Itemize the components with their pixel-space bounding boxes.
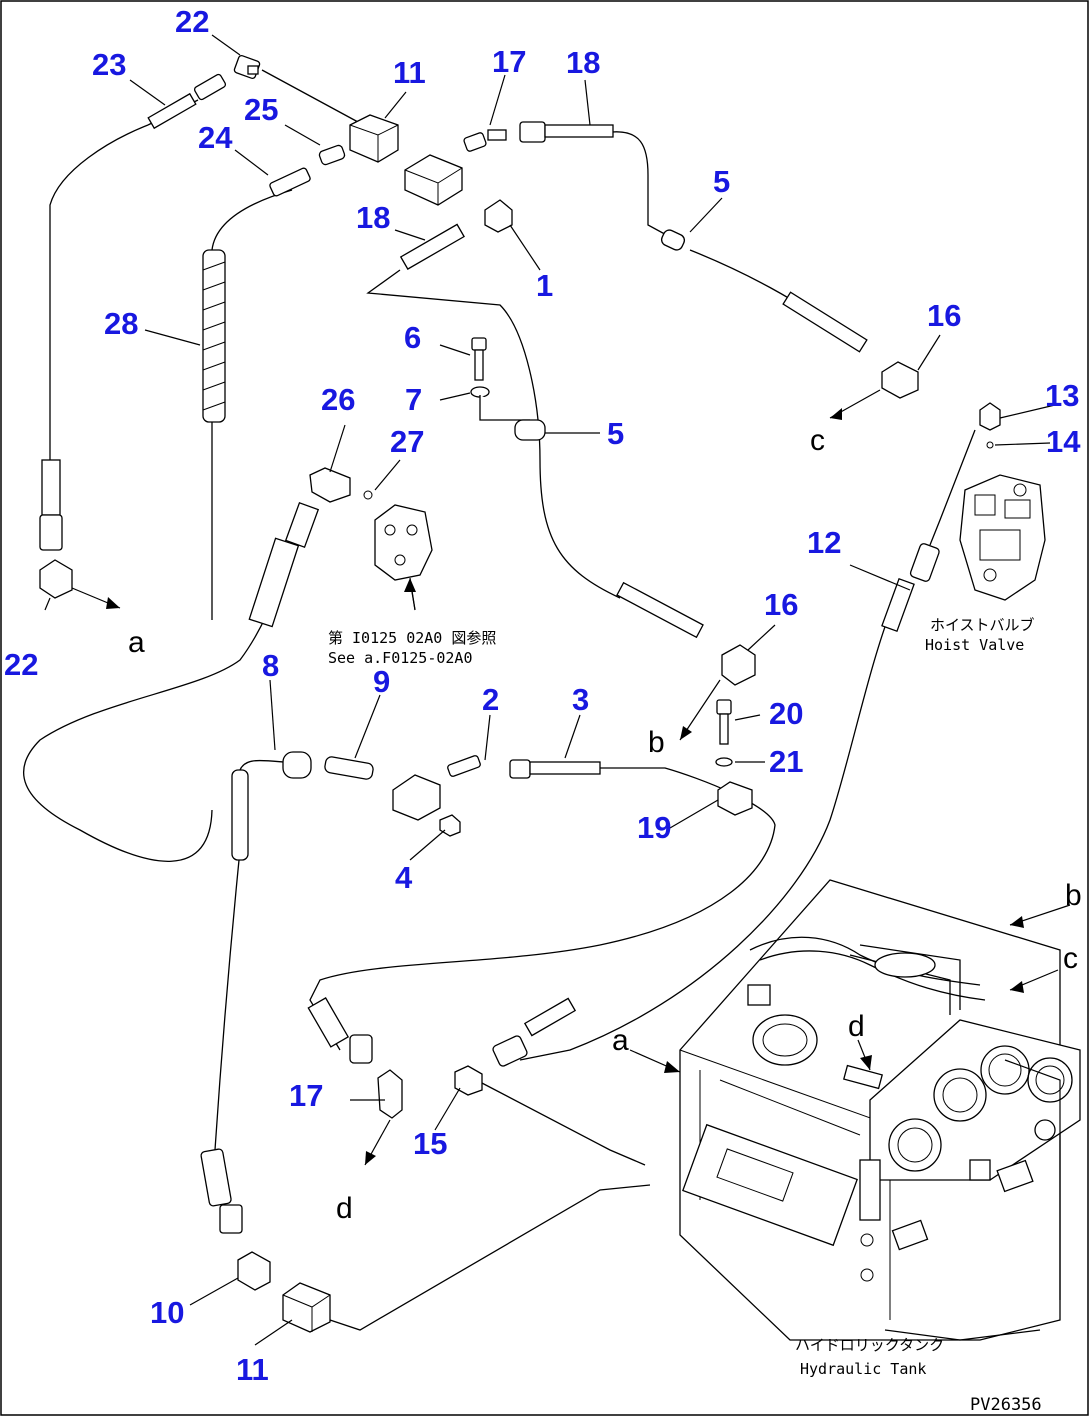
- clamp-19: [717, 781, 753, 816]
- letter-d-lower: d: [336, 1192, 353, 1225]
- hydraulic-tank-label: ハイドロリックタンク Hydraulic Tank: [795, 1336, 944, 1378]
- callout-8: 8: [262, 648, 279, 683]
- callout-10: 10: [150, 1295, 184, 1330]
- hoist-valve-label-en: Hoist Valve: [925, 636, 1024, 654]
- callout-22-top: 22: [175, 4, 209, 39]
- elbow-22-lower: [39, 559, 73, 599]
- callout-15: 15: [413, 1126, 447, 1161]
- callout-16-right: 16: [927, 298, 961, 333]
- letter-c-tank: c: [1063, 942, 1078, 975]
- callout-5-mid: 5: [607, 416, 624, 451]
- hose-fitting-24: [269, 167, 311, 197]
- hydraulic-tank-label-jp: ハイドロリックタンク: [795, 1336, 944, 1354]
- drawing-code: PV26356: [970, 1395, 1042, 1415]
- callout-23: 23: [92, 47, 126, 82]
- plug-4: [439, 814, 461, 837]
- callout-28: 28: [104, 306, 138, 341]
- hydraulic-tank-label-en: Hydraulic Tank: [800, 1360, 926, 1378]
- fitting-13: [979, 402, 1001, 431]
- elbow-10: [237, 1251, 271, 1291]
- elbow-16-right: [881, 361, 919, 399]
- hoist-valve-label-jp: ホイストバルブ: [930, 616, 1035, 634]
- callout-22-lower: 22: [4, 647, 38, 682]
- letter-b-tank: b: [1065, 879, 1082, 912]
- hydraulic-tank: [679, 879, 1081, 1341]
- adapter-2: [447, 755, 481, 777]
- elbow-22-top: [233, 54, 261, 80]
- clamp-5-mid: [479, 395, 546, 441]
- junction-block-mid: [392, 774, 441, 821]
- clamp-5-top: [660, 229, 686, 251]
- callout-21: 21: [769, 744, 803, 779]
- hose-lines: [23, 69, 976, 1331]
- callout-25: 25: [244, 92, 278, 127]
- letter-b-mid: b: [648, 726, 665, 759]
- callout-7: 7: [405, 382, 422, 417]
- callout-4: 4: [395, 860, 413, 895]
- referenced-valve-body: [374, 504, 433, 581]
- hoist-valve-body: [959, 474, 1046, 601]
- callout-26: 26: [321, 382, 355, 417]
- callout-3: 3: [572, 682, 589, 717]
- callout-20: 20: [769, 696, 803, 731]
- letter-a-tank: a: [612, 1024, 629, 1057]
- reference-note-jp: 第 I0125 02A0 図参照: [328, 629, 496, 647]
- callout-27: 27: [390, 424, 424, 459]
- adapter-25: [318, 144, 346, 166]
- callout-9: 9: [373, 664, 390, 699]
- callout-19: 19: [637, 810, 671, 845]
- elbow-17-lower: [377, 1069, 403, 1119]
- junction-block-top: [404, 154, 463, 206]
- bolt-20: [716, 699, 732, 745]
- reference-note-en: See a.F0125-02A0: [328, 649, 473, 667]
- letter-c-mid: c: [810, 424, 825, 457]
- connection-letters: c a b d b c a d: [128, 424, 1082, 1225]
- callout-18-mid: 18: [356, 200, 390, 235]
- callout-11-top: 11: [393, 55, 426, 90]
- hose-end-18-top: [519, 121, 546, 143]
- direction-arrows: [71, 389, 1071, 1166]
- bolt-6: [471, 337, 487, 381]
- callout-2: 2: [482, 682, 499, 717]
- fittings: [39, 54, 1046, 1333]
- hose-fitting-12: [909, 543, 940, 582]
- hose-end-8: [231, 751, 312, 861]
- letter-d-tank: d: [848, 1010, 865, 1043]
- o-ring-14: [986, 441, 994, 449]
- callout-11-lower: 11: [236, 1352, 269, 1387]
- washer-21: [715, 757, 733, 767]
- callout-17-top: 17: [492, 44, 526, 79]
- adapter-17-top: [463, 132, 487, 152]
- callout-5-top: 5: [713, 164, 730, 199]
- callout-1: 1: [536, 268, 553, 303]
- o-ring-27: [363, 490, 373, 500]
- elbow-26: [309, 467, 351, 503]
- elbow-1: [484, 199, 513, 233]
- callout-12: 12: [807, 525, 841, 560]
- adapter-9: [324, 756, 374, 780]
- block-11-top: [349, 114, 399, 163]
- letter-a-left: a: [128, 626, 145, 659]
- leader-lines: [44, 34, 1061, 1346]
- hose-end-3: [509, 759, 531, 779]
- callout-18-top: 18: [566, 45, 600, 80]
- callout-6: 6: [404, 320, 421, 355]
- hose-end-23: [193, 73, 227, 101]
- callout-17-lower: 17: [289, 1078, 323, 1113]
- hose-end-18-mid: [399, 223, 465, 270]
- callout-24: 24: [198, 120, 233, 155]
- hoist-valve-label: ホイストバルブ Hoist Valve: [925, 616, 1035, 654]
- spiral-guard-28: [202, 249, 226, 423]
- callout-14: 14: [1046, 424, 1081, 459]
- elbow-16-mid: [721, 644, 756, 686]
- elbow-15: [454, 1065, 483, 1096]
- hose-end-lower-left: [41, 459, 61, 516]
- block-11-lower: [282, 1282, 331, 1333]
- callout-13: 13: [1045, 378, 1079, 413]
- callout-numbers: 22 23 11 17 18 25 24 5 18 1 28 16 6 7 5 …: [4, 4, 1081, 1387]
- reference-note: 第 I0125 02A0 図参照 See a.F0125-02A0: [328, 629, 496, 667]
- callout-16-mid: 16: [764, 587, 798, 622]
